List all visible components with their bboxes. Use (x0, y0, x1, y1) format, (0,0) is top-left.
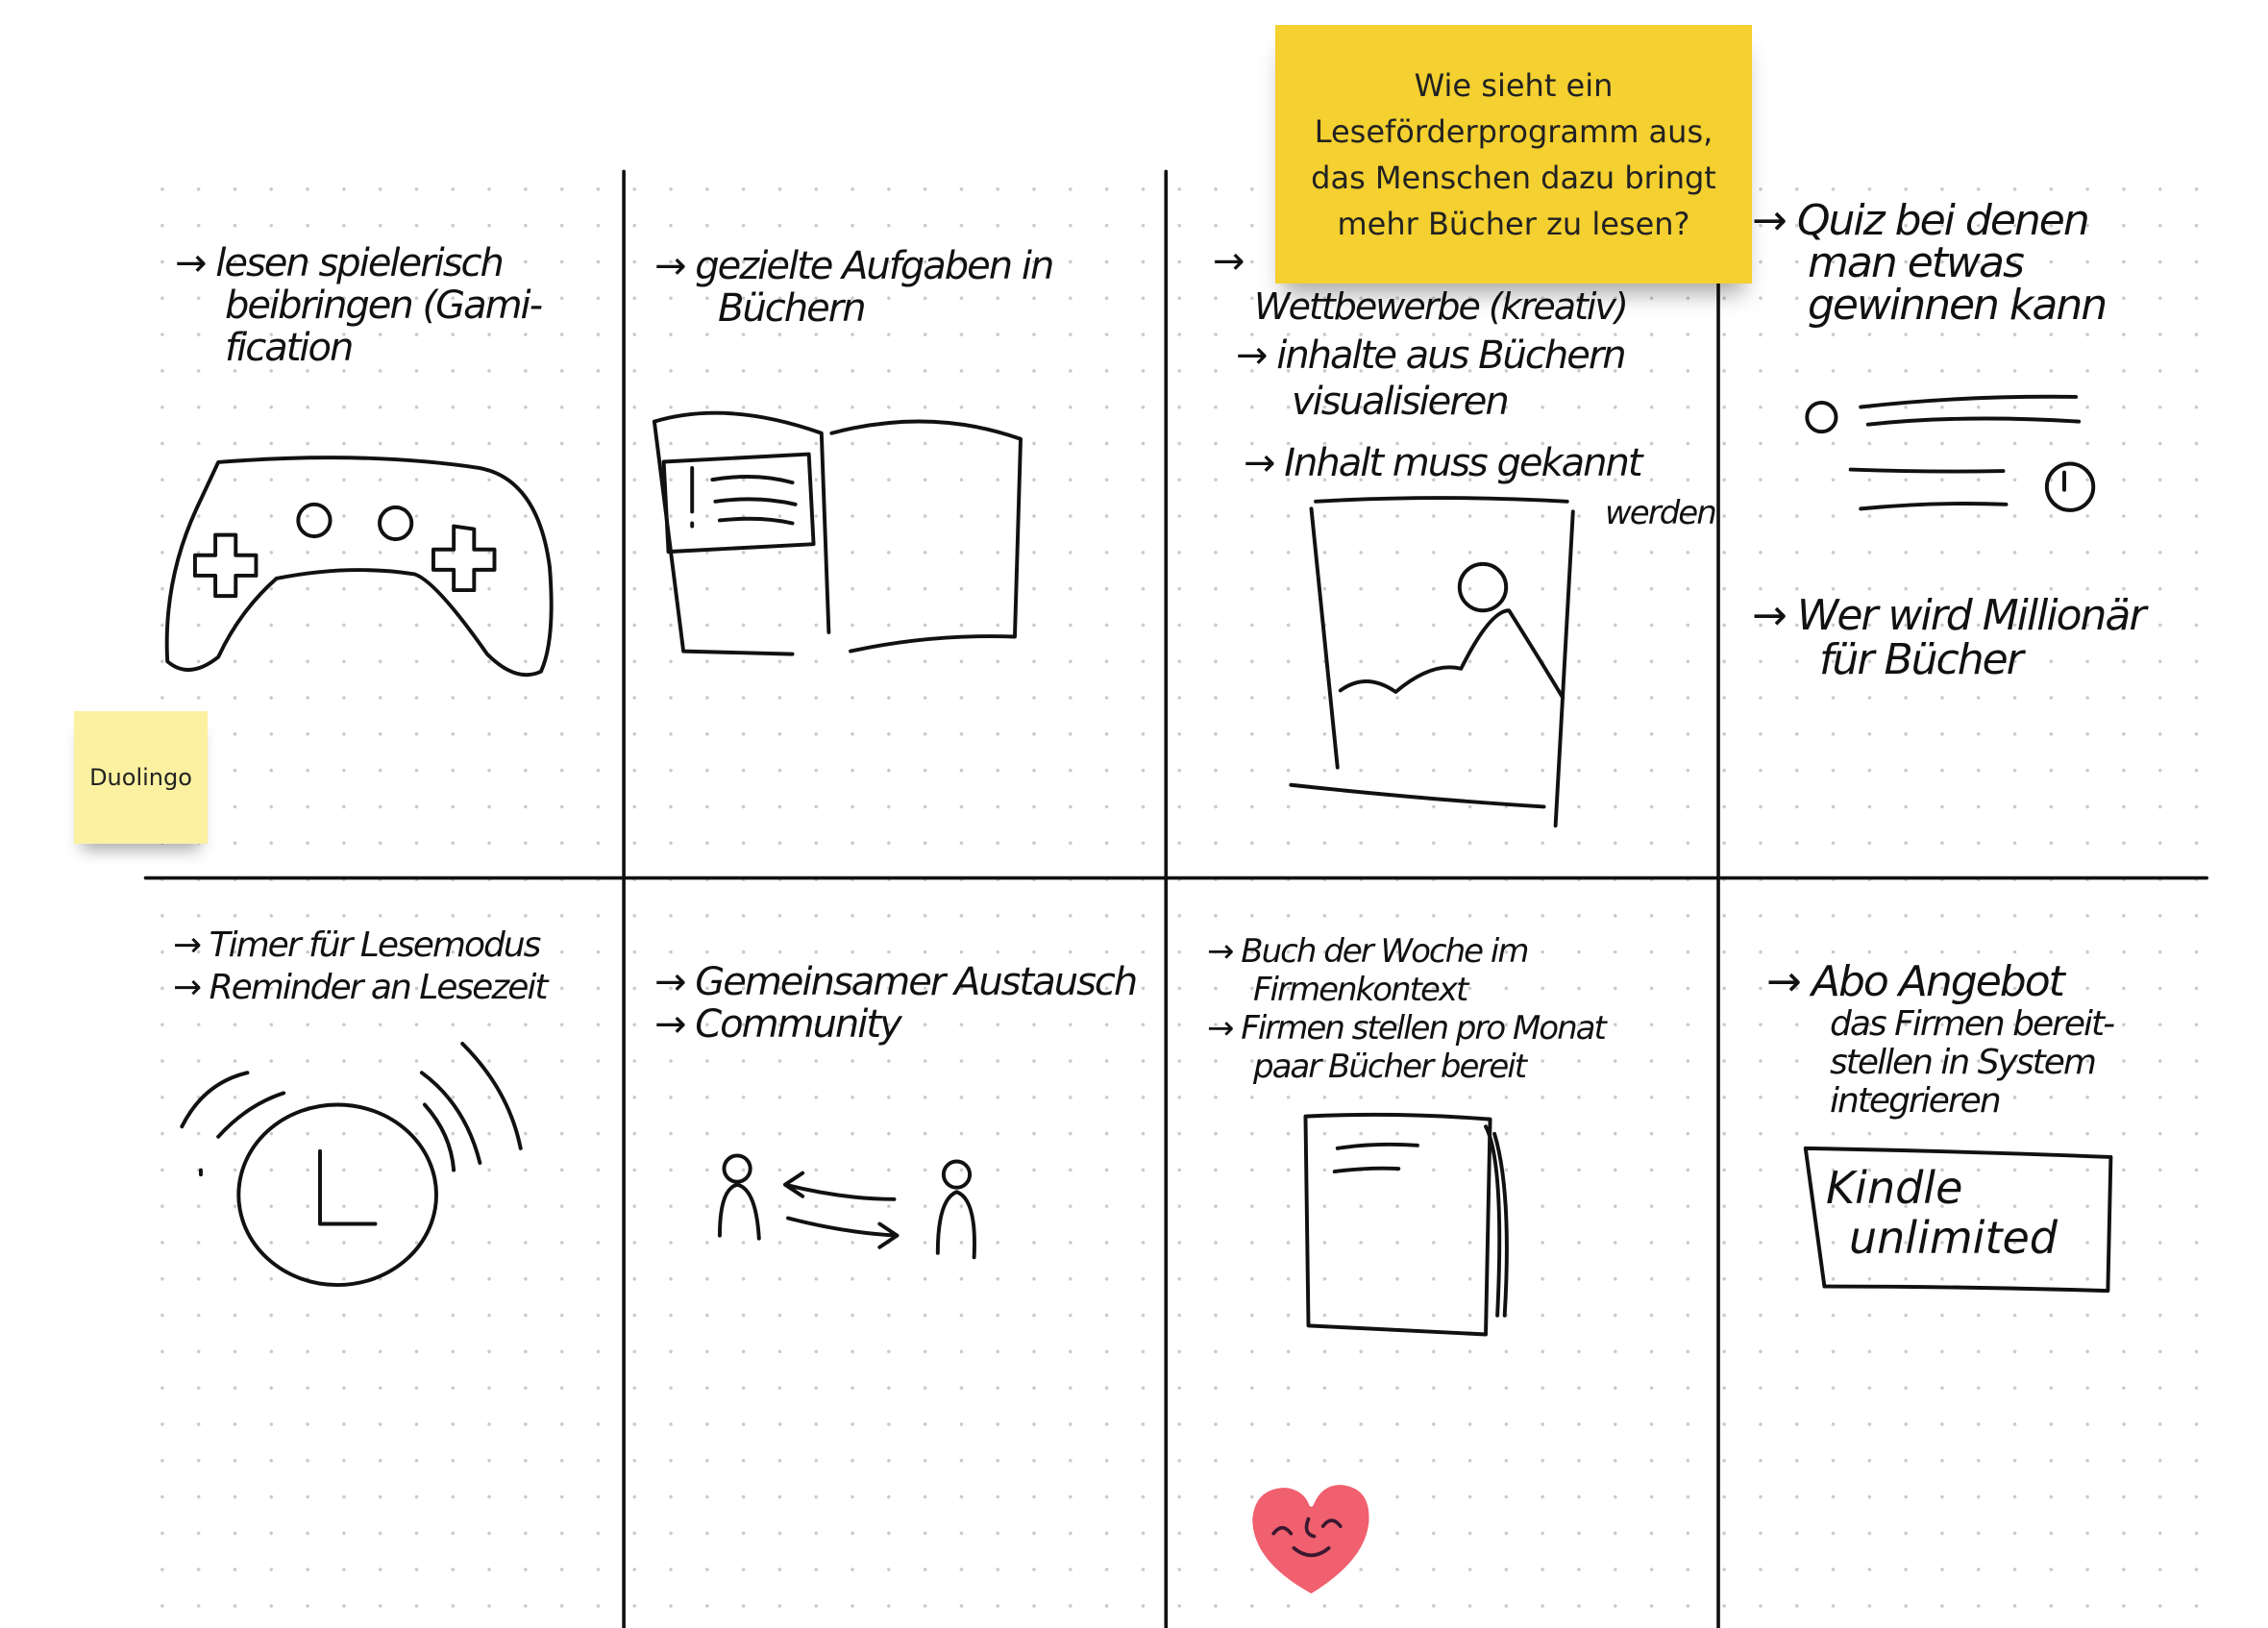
note-line: Kindle (1826, 1162, 1963, 1214)
note-line: das Firmen bereit- (1830, 1004, 2115, 1044)
grid-lines (143, 169, 2209, 1628)
picture-frame-sketch (1289, 496, 1575, 828)
arrow-icon: → (1213, 239, 1245, 284)
note-line: → lesen spielerisch (175, 241, 505, 285)
note-line: → Gemeinsamer Austausch (654, 960, 1138, 1004)
note-line: beibringen (Gami- (225, 284, 543, 328)
hidden-note-text: Wettbewerbe (kreativ) (1254, 285, 1629, 328)
note-timer: → Timer für Lesemodus→ Reminder an Lesez… (173, 925, 548, 1009)
book-sketch (1303, 1112, 1509, 1337)
question-sticky-note[interactable]: Wie sieht ein Leseförderprogramm aus, da… (1275, 25, 1752, 284)
note-line: stellen in System (1830, 1043, 2097, 1082)
note-line: → Buch der Woche im (1207, 932, 1529, 971)
note-line: → Abo Angebot (1766, 957, 2065, 1006)
note-line: paar Bücher bereit (1253, 1048, 1527, 1086)
note-line: → Timer für Lesemodus (173, 925, 541, 965)
sticky-text: Wie sieht ein Leseförderprogramm aus, da… (1311, 66, 1716, 242)
note-line: fication (225, 326, 354, 370)
dot-grid-background (144, 171, 2210, 1628)
kindle-box-sketch (1803, 1146, 2113, 1294)
note-line: gewinnen kann (1808, 281, 2108, 330)
note-line: → Reminder an Lesezeit (173, 968, 548, 1007)
note-line: → Quiz bei denen (1752, 196, 2090, 245)
note-line: Firmenkontext (1253, 971, 1468, 1009)
note-line: Büchern (718, 286, 867, 331)
note-line: → gezielte Aufgaben in (654, 244, 1054, 288)
note-line: → Firmen stellen pro Monat (1207, 1009, 1607, 1048)
duolingo-sticky-note[interactable]: Duolingo (74, 711, 208, 844)
note-line: → Community (654, 1002, 902, 1047)
note-line: → inhalte aus Büchern (1236, 333, 1627, 378)
clock-alarm-sketch (180, 1042, 523, 1288)
gamepad-sketch (164, 456, 554, 678)
note-known-content: → Inhalt muss gekannt (1244, 441, 1643, 485)
note-line: → Wer wird Millionär (1752, 591, 2146, 640)
community-exchange-sketch (717, 1153, 976, 1260)
note-line: integrieren (1830, 1081, 2002, 1121)
quiz-sketch (1805, 394, 2096, 512)
open-book-sketch (652, 410, 1023, 656)
note-line: → Inhalt muss gekannt (1244, 441, 1643, 485)
note-line: man etwas (1808, 238, 2025, 287)
note-line: für Bücher (1819, 635, 2024, 684)
note-community: → Gemeinsamer Austausch→ Community (654, 960, 1138, 1047)
sticky-text: Duolingo (89, 764, 192, 791)
note-line: visualisieren (1292, 380, 1510, 424)
note-line: unlimited (1849, 1212, 2058, 1264)
heart-sticker (1247, 1480, 1374, 1598)
note-line: werden (1605, 494, 1717, 532)
